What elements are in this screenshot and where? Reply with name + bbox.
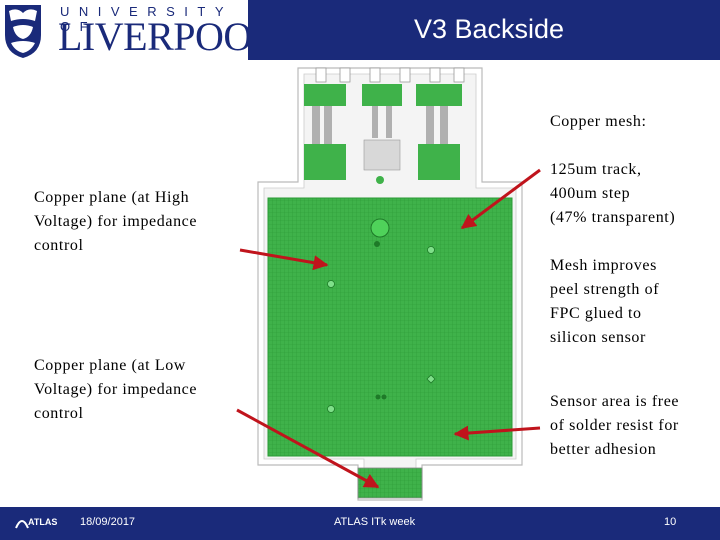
mesh-benefit: Mesh improves peel strength of FPC glued… — [550, 257, 660, 346]
trace-region-left — [304, 84, 346, 180]
logo-liverpool-text: LIVERPOOL — [58, 14, 276, 59]
university-logo: UNIVERSITY OF LIVERPOOL — [0, 0, 276, 60]
slide-title: V3 Backside — [413, 14, 565, 44]
arrow-sensor-area — [453, 425, 541, 441]
arrow-mesh — [460, 168, 541, 230]
mesh-spec: 125um track, 400um step (47% transparent… — [550, 161, 676, 226]
footer-date: 18/09/2017 — [80, 516, 136, 528]
footer-bar — [0, 507, 720, 540]
copper-mesh-plane — [267, 197, 513, 457]
logo-university-text: UNIVERSITY OF — [60, 4, 233, 34]
hv-plane-note: Copper plane (at High Voltage) for imped… — [34, 189, 198, 254]
via-large — [370, 218, 390, 238]
arrow-hv-plane — [239, 248, 329, 271]
footer-event: ATLAS ITk week — [334, 516, 416, 528]
fpc-backside-diagram — [257, 67, 523, 501]
atlas-logo-text: ATLAS — [28, 517, 57, 527]
arrow-lv-plane — [236, 408, 380, 489]
trace-region-center — [362, 84, 402, 184]
alignment-markers — [327, 246, 436, 413]
university-crest-icon — [5, 5, 41, 58]
trace-region-right — [416, 84, 462, 180]
footer-page-number: 10 — [664, 516, 677, 528]
sensor-area-note: Sensor area is free of solder resist for… — [550, 393, 680, 458]
lv-plane-note: Copper plane (at Low Voltage) for impeda… — [34, 357, 198, 422]
top-connector-pads — [315, 67, 465, 83]
header-bar — [248, 0, 720, 60]
atlas-logo-icon: ATLAS — [15, 517, 57, 529]
mesh-heading: Copper mesh: — [550, 113, 647, 130]
